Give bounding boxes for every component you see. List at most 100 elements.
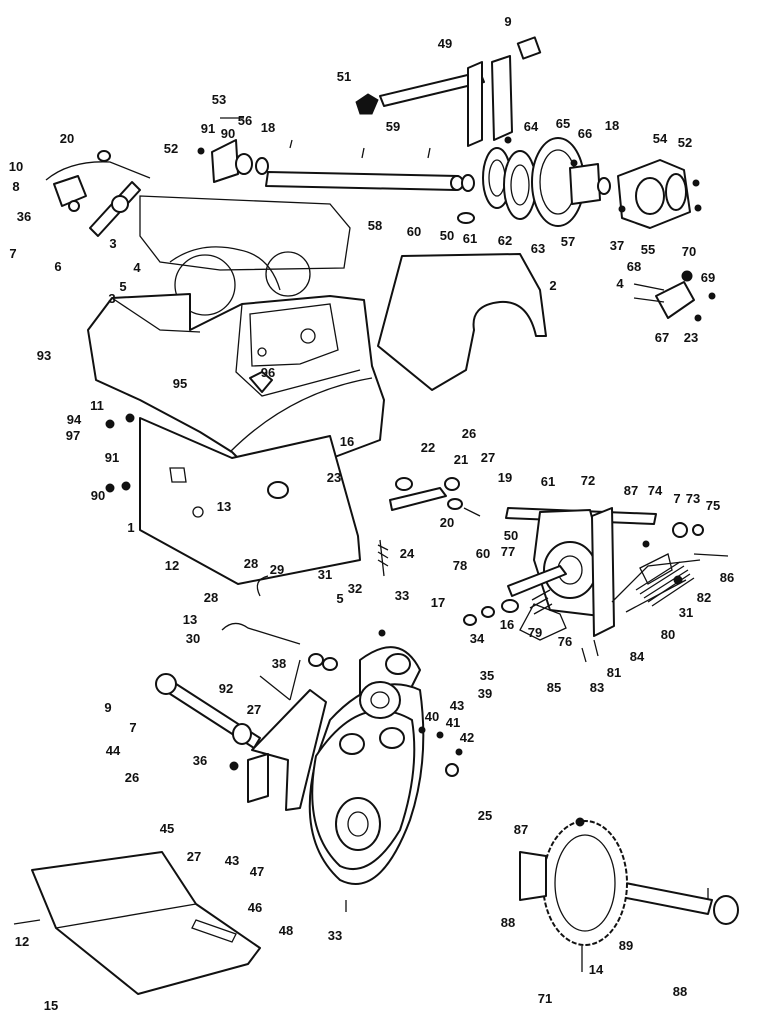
part-label-3: 3 [108, 291, 115, 306]
part-label-90: 90 [91, 488, 105, 503]
part-label-67: 67 [655, 330, 669, 345]
handle-lever-assembly [45, 150, 151, 237]
part-label-33: 33 [395, 588, 409, 603]
part-label-33: 33 [328, 928, 342, 943]
part-label-35: 35 [480, 668, 494, 683]
upper-shaft-49 [355, 36, 542, 147]
part-label-97: 97 [66, 428, 80, 443]
drive-mechanism-right [463, 507, 729, 663]
part-label-60: 60 [407, 224, 421, 239]
part-label-29: 29 [270, 562, 284, 577]
part-label-8: 8 [12, 179, 19, 194]
part-label-73: 73 [686, 491, 700, 506]
part-label-62: 62 [498, 233, 512, 248]
part-label-52: 52 [164, 141, 178, 156]
part-label-16: 16 [340, 434, 354, 449]
part-label-58: 58 [368, 218, 382, 233]
part-label-37: 37 [610, 238, 624, 253]
part-label-10: 10 [9, 159, 23, 174]
part-label-64: 64 [524, 119, 539, 134]
part-label-11: 11 [90, 398, 104, 413]
part-label-5: 5 [119, 279, 126, 294]
part-label-34: 34 [470, 631, 485, 646]
part-label-39: 39 [478, 686, 492, 701]
part-label-78: 78 [453, 558, 467, 573]
part-label-40: 40 [425, 709, 439, 724]
part-label-27: 27 [247, 702, 261, 717]
part-label-1: 1 [127, 520, 134, 535]
impeller-shaft [265, 139, 464, 191]
part-label-43: 43 [225, 853, 239, 868]
part-label-56: 56 [238, 113, 252, 128]
part-label-9: 9 [104, 700, 111, 715]
part-label-45: 45 [160, 821, 174, 836]
part-label-70: 70 [682, 244, 696, 259]
part-label-7: 7 [673, 491, 680, 506]
part-label-19: 19 [498, 470, 512, 485]
bracket-53 [197, 117, 269, 183]
part-label-55: 55 [641, 242, 655, 257]
part-label-13: 13 [183, 612, 197, 627]
part-label-88: 88 [501, 915, 515, 930]
part-label-15: 15 [44, 998, 58, 1013]
part-label-25: 25 [478, 808, 492, 823]
bracket-67 [633, 270, 716, 322]
part-label-7: 7 [9, 246, 16, 261]
gear-axle-assembly [519, 817, 739, 972]
part-label-12: 12 [165, 558, 179, 573]
part-label-42: 42 [460, 730, 474, 745]
part-label-72: 72 [581, 473, 595, 488]
part-label-77: 77 [501, 544, 515, 559]
part-label-24: 24 [400, 546, 415, 561]
part-label-27: 27 [481, 450, 495, 465]
part-label-83: 83 [590, 680, 604, 695]
part-label-14: 14 [589, 962, 604, 977]
part-label-46: 46 [248, 900, 262, 915]
part-label-20: 20 [440, 515, 454, 530]
part-label-80: 80 [661, 627, 675, 642]
part-label-60: 60 [476, 546, 490, 561]
part-label-91: 91 [201, 121, 215, 136]
part-label-28: 28 [204, 590, 218, 605]
part-label-95: 95 [173, 376, 187, 391]
part-label-65: 65 [556, 116, 570, 131]
part-label-91: 91 [105, 450, 119, 465]
part-label-71: 71 [538, 991, 552, 1006]
part-label-23: 23 [684, 330, 698, 345]
part-label-94: 94 [67, 412, 82, 427]
part-label-16: 16 [500, 617, 514, 632]
side-panel [105, 413, 361, 585]
part-label-5: 5 [336, 591, 343, 606]
part-label-53: 53 [212, 92, 226, 107]
part-label-17: 17 [431, 595, 445, 610]
engine-outline [139, 195, 351, 316]
part-label-32: 32 [348, 581, 362, 596]
part-label-49: 49 [438, 36, 452, 51]
lower-shaft-44 [155, 659, 327, 811]
part-label-57: 57 [561, 234, 575, 249]
part-label-74: 74 [648, 483, 663, 498]
part-label-93: 93 [37, 348, 51, 363]
part-label-59: 59 [386, 119, 400, 134]
part-label-68: 68 [627, 259, 641, 274]
part-label-7: 7 [129, 720, 136, 735]
part-label-76: 76 [558, 634, 572, 649]
pulley-belt-assembly [308, 629, 463, 912]
part-label-84: 84 [630, 649, 645, 664]
part-label-50: 50 [440, 228, 454, 243]
part-label-61: 61 [463, 231, 477, 246]
part-label-66: 66 [578, 126, 592, 141]
part-label-63: 63 [531, 241, 545, 256]
part-label-50: 50 [504, 528, 518, 543]
part-label-54: 54 [653, 131, 668, 146]
part-label-51: 51 [337, 69, 351, 84]
part-label-28: 28 [244, 556, 258, 571]
part-label-30: 30 [186, 631, 200, 646]
part-label-85: 85 [547, 680, 561, 695]
part-label-47: 47 [250, 864, 264, 879]
part-label-6: 6 [54, 259, 61, 274]
part-label-96: 96 [261, 365, 275, 380]
part-label-26: 26 [462, 426, 476, 441]
